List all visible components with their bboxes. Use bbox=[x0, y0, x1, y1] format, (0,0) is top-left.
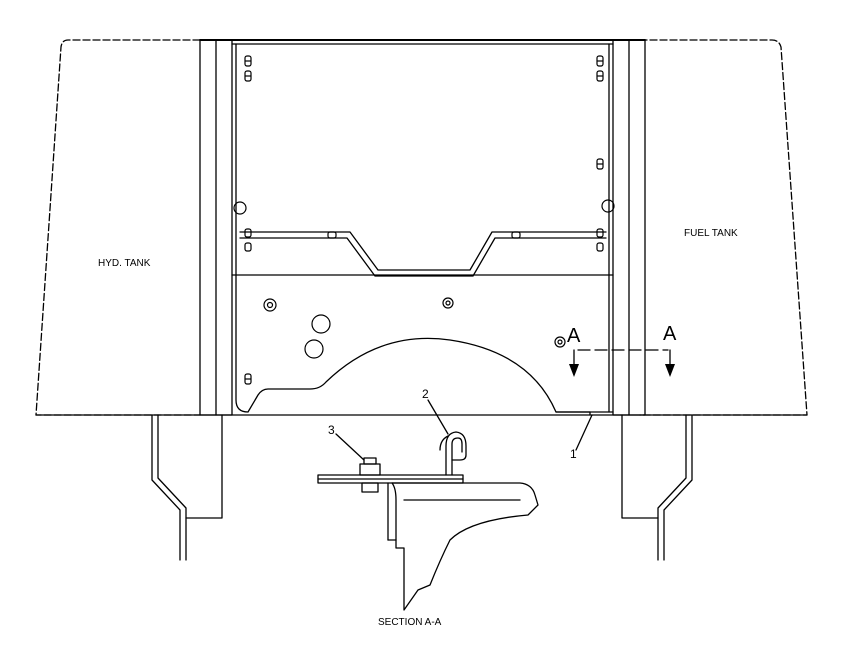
section-marker-right: A bbox=[663, 323, 677, 345]
right-lower-box bbox=[621, 414, 659, 519]
left-lower-box bbox=[185, 414, 223, 519]
fuel-tank-outline bbox=[639, 39, 808, 416]
hole-icon bbox=[263, 298, 277, 312]
hole-icon bbox=[601, 199, 615, 213]
bolt-icon bbox=[244, 55, 252, 67]
right-lower-bracket-inner bbox=[657, 414, 687, 561]
bolt-icon bbox=[244, 70, 252, 82]
bolt-icon bbox=[244, 228, 252, 238]
bolt-icon bbox=[511, 231, 521, 239]
right-lower-bracket bbox=[663, 414, 693, 561]
callout-3: 3 bbox=[328, 423, 335, 437]
left-lower-bracket-inner bbox=[157, 414, 187, 561]
callout-1: 1 bbox=[570, 447, 577, 461]
hyd-tank-outline bbox=[35, 39, 201, 416]
hole-icon bbox=[311, 314, 331, 334]
panel-fasteners bbox=[233, 55, 615, 385]
hole-icon bbox=[445, 300, 451, 306]
left-frame-post bbox=[199, 39, 233, 416]
lower-plate bbox=[235, 274, 591, 416]
hyd-tank-label: HYD. TANK bbox=[98, 258, 151, 269]
fuel-tank-label: FUEL TANK bbox=[684, 228, 738, 239]
hole-icon bbox=[266, 301, 274, 309]
section-arrowhead-right bbox=[665, 364, 675, 377]
upper-cover-panel bbox=[231, 43, 614, 276]
hole-icon bbox=[554, 336, 566, 348]
right-frame-post bbox=[612, 39, 646, 416]
callout-2: 2 bbox=[422, 387, 429, 401]
left-lower-bracket bbox=[151, 414, 181, 561]
bolt-icon bbox=[596, 70, 604, 82]
section-detail bbox=[317, 399, 593, 611]
bolt-icon bbox=[596, 55, 604, 67]
hole-icon bbox=[233, 201, 247, 215]
bolt-icon bbox=[327, 231, 337, 239]
hole-icon bbox=[557, 339, 563, 345]
section-marker-left: A bbox=[567, 325, 581, 347]
bolt-icon bbox=[244, 242, 252, 252]
bolt-icon bbox=[244, 373, 252, 385]
hole-icon bbox=[442, 297, 454, 309]
section-arrowhead-left bbox=[569, 364, 579, 377]
bolt-icon bbox=[596, 228, 604, 238]
hole-icon bbox=[304, 339, 324, 359]
bolt-icon bbox=[596, 158, 604, 170]
bolt-icon bbox=[596, 242, 604, 252]
section-caption: SECTION A-A bbox=[378, 617, 442, 628]
